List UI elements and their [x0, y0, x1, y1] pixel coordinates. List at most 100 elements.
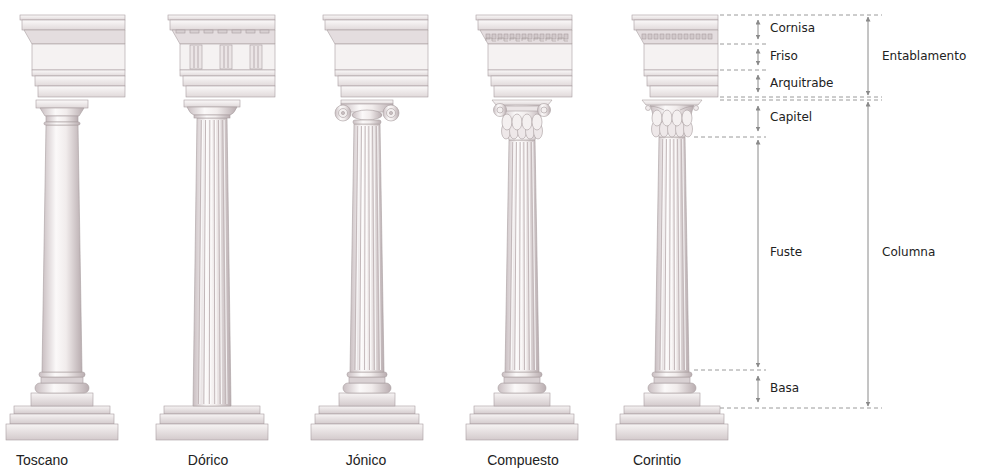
dentil — [654, 34, 658, 39]
flute-highlight — [215, 120, 217, 404]
part-label: Arquitrabe — [770, 77, 833, 91]
architrave — [186, 86, 275, 97]
volute — [383, 105, 399, 121]
volute — [494, 104, 507, 117]
triglyph-groove — [254, 46, 255, 68]
order-name: Toscano — [16, 452, 68, 468]
flute-highlight — [361, 126, 363, 370]
flute-highlight — [533, 142, 536, 370]
dentil — [660, 34, 664, 39]
mutule — [190, 30, 199, 33]
meander — [522, 38, 532, 41]
dentil — [684, 34, 688, 39]
dentil — [678, 34, 682, 39]
dimension-arrow — [758, 75, 759, 92]
dentil — [552, 34, 556, 39]
plinth-step — [311, 424, 423, 440]
part-label: Fuste — [770, 246, 802, 260]
plinth-step — [6, 424, 118, 440]
column-drawing — [466, 15, 578, 440]
plinth-step — [160, 414, 264, 424]
flute — [519, 142, 521, 370]
torus — [343, 383, 391, 393]
acanthus-leaf — [682, 110, 692, 126]
acanthus-leaf — [502, 114, 512, 130]
dashed-guide — [720, 15, 882, 16]
flute-highlight — [365, 126, 367, 370]
flute-highlight — [220, 120, 222, 404]
base-plinth — [31, 393, 93, 406]
dentil — [702, 34, 706, 39]
acanthus-leaf — [672, 110, 682, 126]
flute-highlight — [666, 139, 668, 370]
column-drawing — [311, 15, 428, 440]
cornice — [170, 20, 275, 30]
flute-highlight — [374, 126, 376, 370]
plinth-step — [624, 406, 720, 414]
shaft — [42, 125, 82, 372]
dentil — [504, 34, 508, 39]
echinus — [187, 107, 237, 115]
triglyph — [190, 45, 202, 69]
acanthus-leaf — [512, 114, 522, 130]
flute-highlight — [670, 139, 672, 370]
cornice — [634, 20, 718, 30]
flute-highlight — [683, 139, 686, 370]
dentil — [642, 34, 646, 39]
dentil — [666, 34, 670, 39]
meander — [534, 38, 544, 41]
flute-highlight — [370, 126, 372, 370]
torus — [502, 372, 542, 377]
plinth-step — [156, 424, 268, 440]
triglyph — [250, 45, 262, 69]
dashed-guide — [720, 44, 766, 45]
torus — [648, 383, 696, 393]
dimension-arrow — [758, 140, 759, 367]
cornice — [22, 20, 125, 30]
architrave — [488, 70, 572, 76]
echinus — [352, 110, 382, 120]
volute — [646, 106, 651, 111]
acanthus-leaf — [652, 110, 662, 126]
flute-highlight — [210, 120, 212, 404]
architrave — [38, 86, 125, 97]
flute-highlight — [205, 120, 207, 404]
torus — [35, 383, 89, 393]
astragal — [353, 120, 381, 124]
frieze — [488, 44, 572, 70]
flute — [368, 126, 370, 370]
triglyph — [220, 45, 232, 69]
abacus — [341, 100, 393, 104]
scotia — [41, 377, 83, 383]
scotia — [504, 377, 540, 383]
dentil — [528, 34, 532, 39]
column-drawing — [616, 15, 728, 440]
dentil — [540, 34, 544, 39]
bell — [650, 104, 694, 137]
flute — [523, 142, 525, 370]
flute — [214, 120, 216, 404]
base-plinth — [494, 393, 550, 406]
volute — [538, 104, 551, 117]
plinth-step — [319, 406, 415, 414]
mutule — [246, 30, 255, 33]
dentil — [672, 34, 676, 39]
flute-highlight — [516, 142, 518, 370]
flute-highlight — [378, 126, 381, 370]
meander — [558, 38, 568, 41]
abacus — [36, 100, 88, 108]
part-label: Cornisa — [770, 22, 815, 36]
mutule — [204, 30, 213, 33]
shaft — [655, 137, 689, 372]
dimension-arrow — [868, 17, 869, 95]
flute — [364, 126, 366, 370]
cornice — [323, 15, 428, 20]
dentil — [516, 34, 520, 39]
plinth-step — [164, 406, 260, 414]
abacus — [642, 100, 702, 105]
flute-highlight — [200, 120, 203, 404]
dimension-arrow — [758, 49, 759, 65]
torus — [347, 372, 387, 377]
